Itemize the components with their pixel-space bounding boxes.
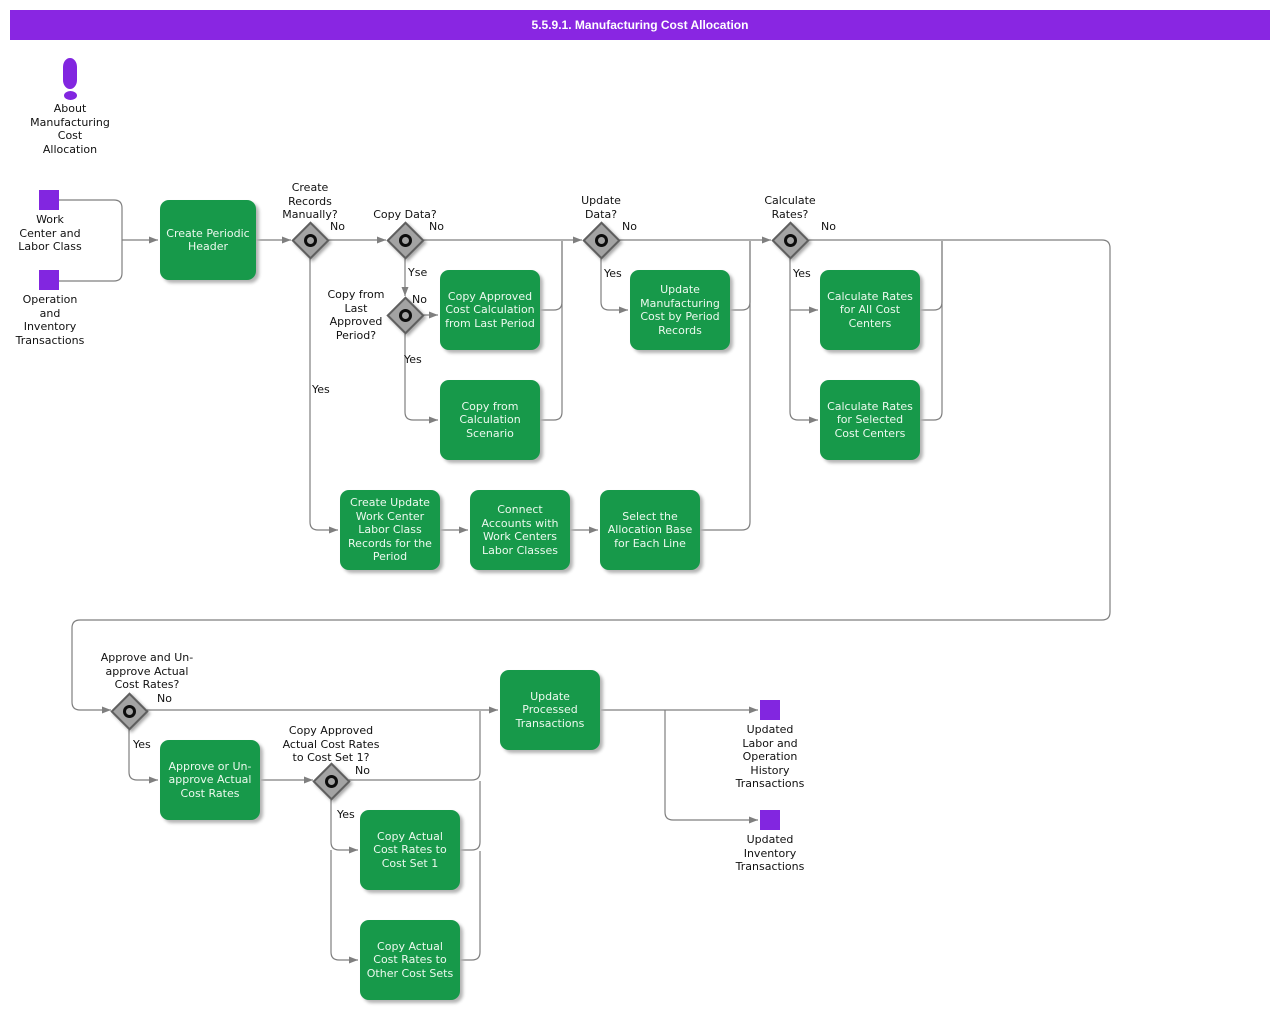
task-calculate-rates-all[interactable]: Calculate Rates for All Cost Centers [820,270,920,350]
decision-copy-data [385,220,425,260]
decision-create-records-manually-label: Create Records Manually? [282,181,338,221]
input-operation-label: Operation and Inventory Transactions [15,293,85,347]
edge-label-yes: Yes [404,353,422,366]
edge-d6-yes [128,727,158,784]
edge-label-yes: Yes [793,267,811,280]
input-work-center-label: Work Center and Labor Class [18,213,82,253]
output-updated-labor-label: Updated Labor and Operation History Tran… [735,723,805,790]
task-create-update-wc-records[interactable]: Create Update Work Center Labor Class Re… [340,490,440,570]
edge-d5-no-loop [71,239,1111,714]
edge-calcselected-return [920,241,943,421]
edge-calcall-return [920,241,943,311]
decision-copy-from-last-approved-label: Copy from Last Approved Period? [327,288,385,342]
decision-calculate-rates [770,220,810,260]
edge-label-no: No [355,764,370,777]
edge-processed-to-inventory [664,710,758,824]
task-update-processed-transactions[interactable]: Update Processed Transactions [500,670,600,750]
decision-update-data [581,220,621,260]
edge-d3-yes [404,332,438,424]
edge-d1-yes [309,257,338,534]
output-updated-labor-square [760,700,780,720]
decision-copy-data-label: Copy Data? [373,208,437,221]
task-select-allocation-base[interactable]: Select the Allocation Base for Each Line [600,490,700,570]
edge-d7-yes-branch [330,850,358,964]
edge-scenario-return [540,241,563,421]
edge-label-yes: Yes [312,383,330,396]
edge-label-no: No [330,220,345,233]
edge-operation-join [59,240,123,282]
about-exclamation-icon[interactable] [63,58,77,89]
edge-label-no: No [622,220,637,233]
task-calculate-rates-selected[interactable]: Calculate Rates for Selected Cost Center… [820,380,920,460]
edge-d4-yes [600,257,628,314]
edge-label-yes: Yes [604,267,622,280]
output-updated-inventory-label: Updated Inventory Transactions [735,833,805,873]
task-approve-unapprove-rates[interactable]: Approve or Un- approve Actual Cost Rates [160,740,260,820]
edge-label-yse: Yse [408,266,428,279]
task-copy-approved-cost-calculation[interactable]: Copy Approved Cost Calculation from Last… [440,270,540,350]
edge-selectbase-return [700,241,751,531]
edge-label-no: No [429,220,444,233]
edge-label-no: No [157,692,172,705]
edge-label-yes: Yes [133,738,151,751]
decision-copy-approved-to-set1 [311,761,351,801]
edge-label-no: No [412,293,427,306]
edge-updatemfg-return [730,241,751,311]
edge-label-yes: Yes [337,808,355,821]
decision-approve-unapprove [109,691,149,731]
page-title: 5.5.9.1. Manufacturing Cost Allocation [10,10,1270,40]
decision-copy-approved-to-set1-label: Copy Approved Actual Cost Rates to Cost … [282,724,380,764]
input-work-center-square [39,190,59,210]
edge-d7-yes [330,798,358,854]
decision-approve-unapprove-label: Approve and Un- approve Actual Cost Rate… [100,651,194,691]
edge-workcenter-join [59,199,123,240]
task-copy-from-calculation-scenario[interactable]: Copy from Calculation Scenario [440,380,540,460]
edge-d7-no-return [348,711,481,781]
task-create-periodic-header[interactable]: Create Periodic Header [160,200,256,280]
decision-create-records-manually [290,220,330,260]
about-exclamation-icon-dot[interactable] [64,91,77,100]
decision-copy-from-last-approved [385,295,425,335]
task-connect-accounts[interactable]: Connect Accounts with Work Centers Labor… [470,490,570,570]
edge-label-no: No [821,220,836,233]
decision-calculate-rates-label: Calculate Rates? [764,194,816,221]
task-copy-rates-cost-set-1[interactable]: Copy Actual Cost Rates to Cost Set 1 [360,810,460,890]
edge-copyother-return [460,851,481,961]
edge-copyset1-return [460,781,481,851]
about-label: About Manufacturing Cost Allocation [30,102,110,156]
edge-copyapproved-return [540,241,563,311]
task-update-manufacturing-cost[interactable]: Update Manufacturing Cost by Period Reco… [630,270,730,350]
decision-update-data-label: Update Data? [581,194,621,221]
task-copy-rates-other-cost-sets[interactable]: Copy Actual Cost Rates to Other Cost Set… [360,920,460,1000]
edge-d5-yes [789,257,818,424]
input-operation-square [39,270,59,290]
output-updated-inventory-square [760,810,780,830]
